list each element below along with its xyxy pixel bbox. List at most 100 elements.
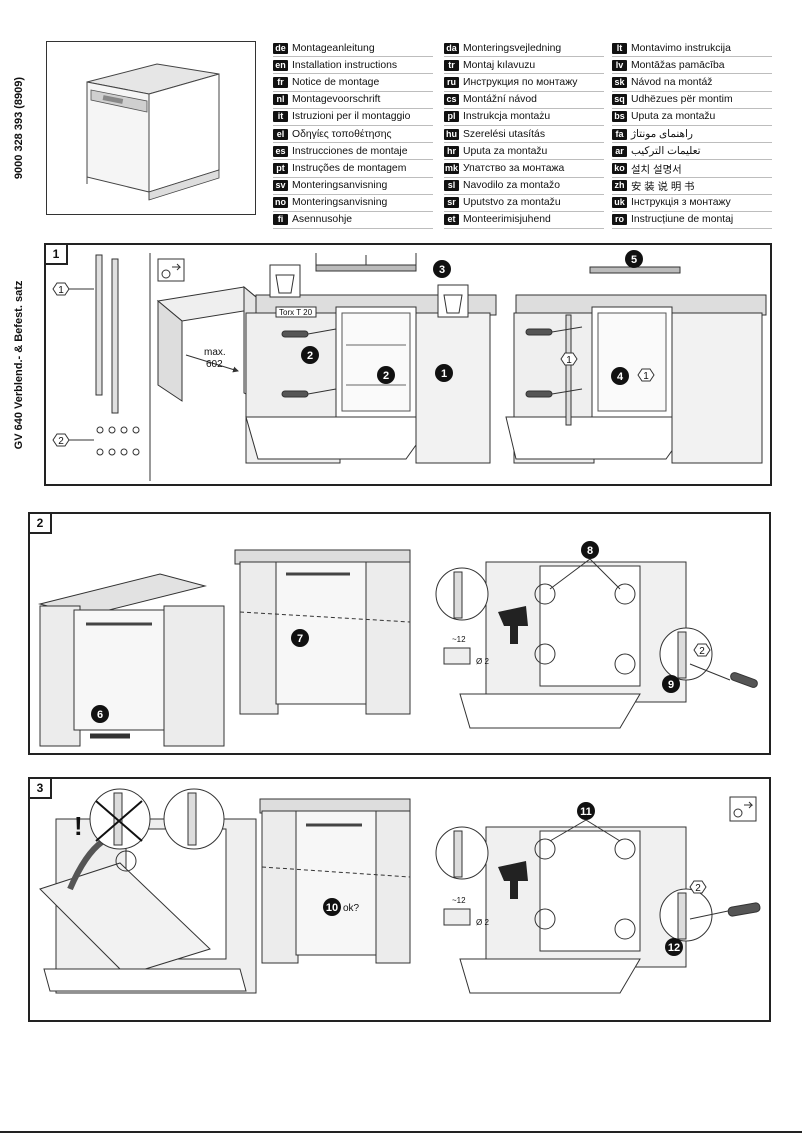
language-title: Monteerimisjuhend [463,214,551,226]
page-border [0,1131,802,1133]
language-title: Asennusohje [292,214,353,226]
svg-text:3: 3 [439,264,445,276]
language-title: 설치 설명서 [631,164,682,176]
language-row: hu Szerelési utasítás [444,126,604,144]
language-code-badge: nl [273,94,288,106]
callout-2b [377,366,395,384]
reverse-hinge-icon [157,258,185,282]
language-row: tr Montaj kılavuzu [444,57,604,75]
language-title: Návod na montáž [631,76,713,88]
svg-text:Ø 2: Ø 2 [476,657,489,666]
language-row: de Montageanleitung [273,40,433,58]
step-number: 1 [44,243,68,265]
language-code-badge: da [444,42,459,54]
cabinet-drawing-middle [234,549,411,715]
trash-bin-icon [437,284,469,318]
product-title: GV 640 Verblend.- & Befest. satz [13,280,25,450]
svg-text:12: 12 [668,942,680,954]
language-title: Упатство за монтажа [463,162,565,174]
language-code-badge: pt [273,162,288,174]
step-number: 2 [28,512,52,534]
language-title: Montaj kılavuzu [463,59,536,71]
language-title: راهنمای مونتاژ [631,129,693,141]
svg-text:1: 1 [58,285,64,296]
language-code-badge: uk [612,197,627,209]
cabinet-drawing-check [259,798,411,964]
door-open-drawing [39,818,257,994]
language-code-badge: sk [612,76,627,88]
cabinet-drawing-left [38,573,225,747]
language-title: Instrucțiune de montaj [631,214,734,226]
language-title: Monteringsvejledning [463,42,562,54]
screwdriver-icon [281,328,337,398]
language-row: el Οδηγίες τοποθέτησης [273,126,433,144]
language-title: Monteringsanvisning [292,197,388,209]
language-code-badge: es [273,145,288,157]
language-code-badge: fr [273,76,288,88]
language-row: fr Notice de montage [273,74,433,92]
language-title: Uputa za montažu [463,145,548,157]
language-title: Montážní návod [463,94,537,106]
language-code-badge: el [273,128,288,140]
trash-bin-icon [269,264,301,298]
language-code-badge: fi [273,214,288,226]
language-title: Notice de montage [292,76,380,88]
svg-text:602: 602 [206,359,223,370]
language-code-badge: tr [444,59,459,71]
cover-illustration [46,41,256,215]
svg-text:Ø 2: Ø 2 [476,918,489,927]
language-code-badge: ru [444,76,459,88]
language-row: ko 설치 설명서 [612,160,772,178]
side-panel-icon [66,254,119,414]
svg-text:1: 1 [643,371,649,382]
language-title: Istruzioni per il montaggio [292,111,411,123]
callout-5 [625,250,643,268]
language-title: Montagevoorschrift [292,94,381,106]
svg-text:2: 2 [699,646,705,657]
svg-text:!: ! [74,811,83,841]
step-1-illustration: 1 2 max. 602 [52,250,767,481]
language-row: es Instrucciones de montaje [273,143,433,161]
language-title: Instrucciones de montaje [292,145,408,157]
language-title: Szerelési utasítás [463,128,546,140]
language-row: da Monteringsvejledning [444,40,604,58]
language-title: Montāžas pamācība [631,59,725,71]
screw-set-icon [96,426,140,456]
svg-text:2: 2 [383,370,389,382]
language-code-badge: de [273,42,288,54]
step-3-panel: 3 ! 10 ok? [28,777,771,1022]
drill-icon [498,606,528,644]
svg-text:1: 1 [566,355,572,366]
callout-2 [301,346,319,364]
reverse-hinge-icon [729,796,757,822]
svg-text:11: 11 [580,806,592,818]
language-title: Οδηγίες τοποθέτησης [292,128,392,140]
svg-text:~12: ~12 [452,896,466,905]
svg-text:1: 1 [441,368,447,380]
svg-text:6: 6 [97,709,103,721]
svg-text:2: 2 [58,436,64,447]
svg-text:max.: max. [204,347,226,358]
language-code-badge: hu [444,128,459,140]
language-title: Instrukcja montażu [463,111,551,123]
drill-icon [498,861,528,899]
svg-text:2: 2 [695,883,701,894]
language-title: Uputa za montažu [631,111,716,123]
language-title: Uputstvo za montažu [463,197,561,209]
language-code-badge: ar [612,145,627,157]
svg-text:8: 8 [587,545,593,557]
step-2-illustration: 6 7 ~12 Ø 2 8 [38,541,758,747]
language-title: Montageanleitung [292,42,375,54]
language-code-badge: ko [612,162,627,174]
